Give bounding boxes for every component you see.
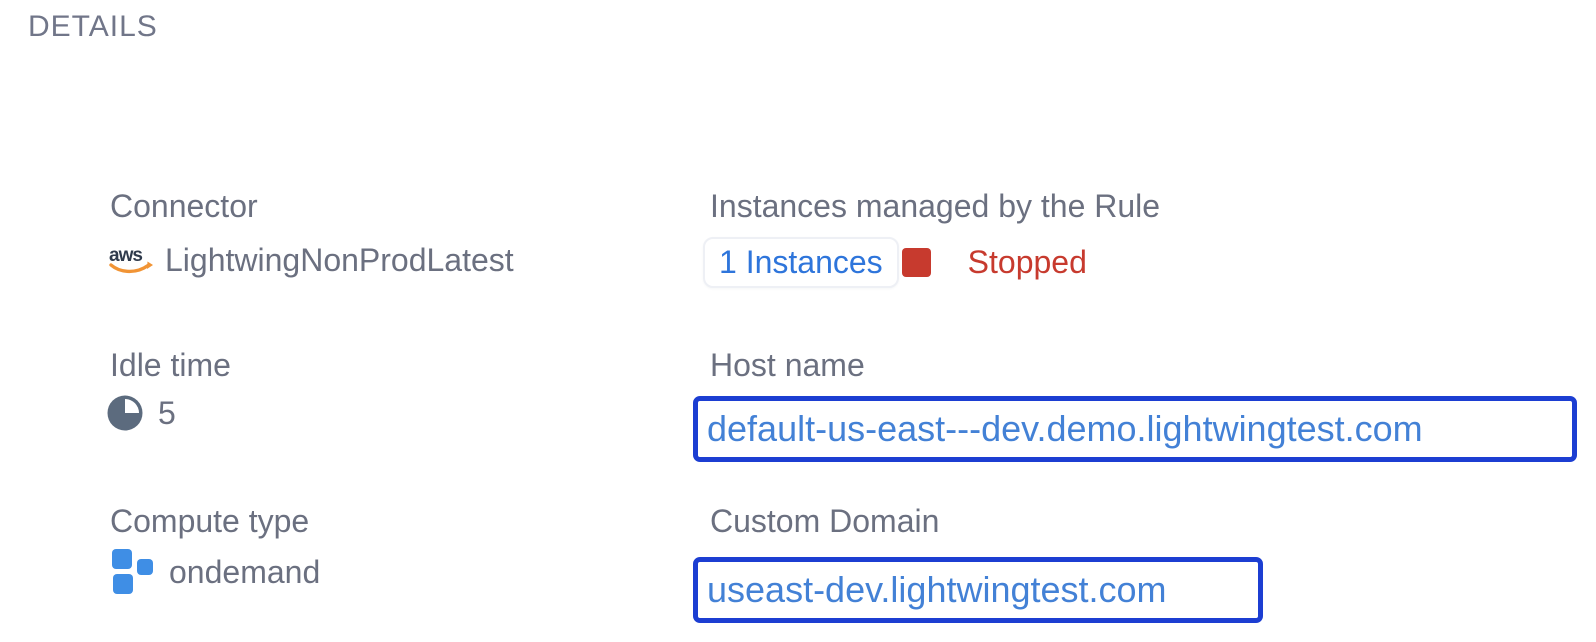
instances-count-link[interactable]: 1 Instances (703, 236, 899, 288)
host-name-link[interactable]: default-us-east---dev.demo.lightwingtest… (693, 396, 1577, 462)
svg-text:aws: aws (109, 245, 142, 266)
idle-time-label: Idle time (110, 347, 231, 383)
connector-value-row: aws LightwingNonProdLatest (107, 238, 514, 282)
compute-type-value-row: ondemand (111, 546, 320, 598)
stopped-square-icon (901, 247, 931, 277)
instances-managed-label: Instances managed by the Rule (710, 188, 1161, 224)
idle-time-value: 5 (158, 394, 176, 431)
instances-status-row: 1 Instances Stopped (703, 236, 1087, 288)
host-name-label: Host name (710, 347, 865, 383)
connector-name: LightwingNonProdLatest (165, 241, 514, 278)
compute-type-label: Compute type (110, 503, 310, 539)
instance-status-text: Stopped (967, 243, 1087, 280)
connector-label: Connector (110, 188, 258, 224)
custom-domain-label: Custom Domain (710, 503, 940, 539)
compute-type-value: ondemand (169, 553, 321, 590)
idle-time-value-row: 5 (106, 392, 176, 434)
section-title: DETAILS (28, 10, 158, 43)
custom-domain-link[interactable]: useast-dev.lightwingtest.com (693, 557, 1263, 623)
idle-pie-clock-icon (107, 395, 143, 431)
aws-logo-icon: aws (109, 245, 153, 274)
compute-squares-icon (112, 549, 153, 594)
